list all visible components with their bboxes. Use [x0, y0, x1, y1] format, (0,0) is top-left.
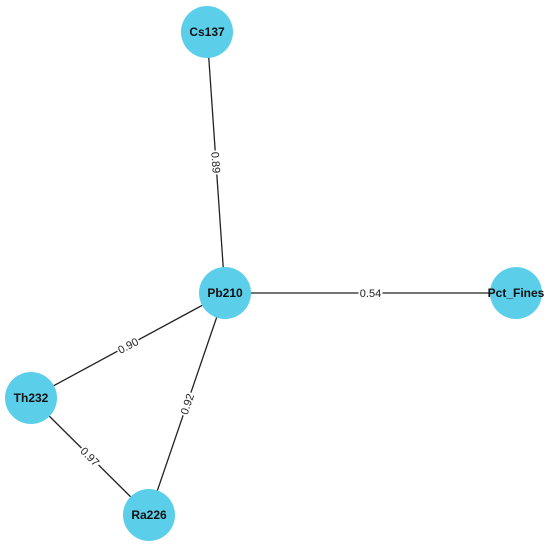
node-label: Cs137	[189, 25, 225, 39]
edge-weight-label: 0.90	[114, 333, 142, 357]
node-label: Pb210	[207, 286, 243, 300]
edge-weight-label: 0.92	[176, 390, 197, 418]
node-pb210[interactable]: Pb210	[199, 267, 251, 319]
edge-cs137-pb210: 0.89	[206, 31, 226, 294]
node-label: Pct_Fines	[488, 286, 545, 300]
node-label: Th232	[14, 391, 49, 405]
edge-pb210-pct-fines: 0.54	[225, 286, 516, 300]
edge-weight-text: 0.89	[208, 151, 221, 173]
edge-weight-text: 0.92	[179, 392, 197, 416]
edge-label-background	[114, 333, 142, 357]
node-circle[interactable]	[5, 372, 57, 424]
node-ra226[interactable]: Ra226	[123, 489, 175, 541]
edge-label-background	[209, 150, 224, 175]
edge-weight-text: 0.54	[360, 288, 381, 300]
edge-label-background	[77, 443, 104, 470]
node-th232[interactable]: Th232	[5, 372, 57, 424]
node-pct-fines[interactable]: Pct_Fines	[488, 267, 545, 319]
node-cs137[interactable]: Cs137	[181, 6, 233, 58]
edge-weight-label: 0.89	[208, 150, 224, 175]
edges-layer: 0.890.540.900.920.97	[30, 31, 516, 516]
node-circle[interactable]	[123, 489, 175, 541]
node-circle[interactable]	[490, 267, 542, 319]
node-circle[interactable]	[181, 6, 233, 58]
node-label: Ra226	[131, 508, 167, 522]
edge-label-background	[176, 390, 197, 418]
node-circle[interactable]	[199, 267, 251, 319]
edge-weight-label: 0.54	[358, 286, 383, 300]
edge-pb210-th232: 0.90	[30, 292, 226, 399]
edge-pb210-ra226: 0.92	[148, 292, 226, 516]
edge-label-background	[358, 286, 383, 299]
